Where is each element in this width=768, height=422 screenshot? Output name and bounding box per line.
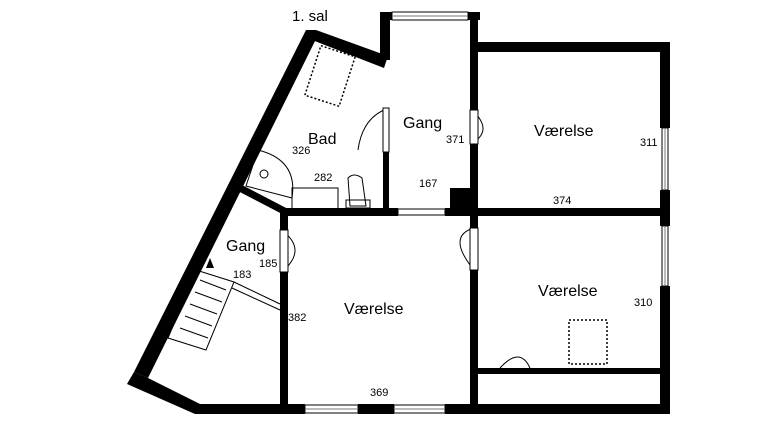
room-label-vaerelse-top-right: Værelse [534, 123, 594, 140]
skylight-vaerelse [568, 319, 608, 365]
door-closet [499, 356, 531, 369]
skylight-bad [303, 44, 357, 108]
windows [304, 11, 669, 414]
room-label-vaerelse-center: Værelse [344, 301, 404, 318]
fixtures [167, 44, 608, 365]
gang-right-wall [470, 12, 478, 112]
mid-wall-left [280, 208, 398, 216]
gang-top-wall-left [380, 12, 390, 60]
gang-top-wall-left-lower [383, 150, 389, 210]
center-left-wall-bottom [280, 272, 288, 412]
dim-382: 382 [288, 312, 306, 324]
center-left-wall-top [280, 208, 288, 230]
room-label-gang-left: Gang [226, 238, 265, 255]
right-outer-wall-bottom [660, 286, 670, 414]
dim-167: 167 [419, 178, 437, 190]
room-label-bad: Bad [308, 131, 336, 148]
dim-282: 282 [314, 172, 332, 184]
bottom-wall-1 [195, 404, 305, 414]
dim-374: 374 [553, 195, 571, 207]
bad-top-wall [306, 30, 388, 68]
bottom-wall-3 [445, 404, 670, 414]
outer-wall-diagonal [134, 30, 318, 378]
toilet [347, 174, 367, 207]
toilet-tank [345, 199, 371, 209]
gang-post [450, 188, 470, 212]
mid-wall-right [445, 208, 670, 216]
center-right-wall-top [470, 208, 478, 228]
opening-gang-bottom [397, 208, 446, 216]
closet-wall [470, 368, 670, 374]
center-right-wall-bottom [470, 270, 478, 414]
top-outer-wall [470, 42, 670, 52]
dim-369: 369 [370, 387, 388, 399]
gang-top-wall [380, 12, 394, 20]
bottom-wall-2 [358, 404, 394, 414]
bad-lower-wall [232, 184, 290, 216]
labels: 1. sal Bad Gang Gang Værelse Værelse Vær… [226, 8, 658, 399]
room-label-vaerelse-bottom-right: Værelse [538, 283, 598, 300]
dim-183: 183 [233, 269, 251, 281]
room-label-gang-top: Gang [403, 115, 442, 132]
dim-371: 371 [446, 134, 464, 146]
dim-326: 326 [292, 145, 310, 157]
doors [279, 107, 531, 369]
dim-185: 185 [259, 258, 277, 270]
stairs [167, 258, 281, 351]
gang-right-wall-lower [470, 142, 478, 212]
walls [127, 12, 670, 414]
outer-wall-corner [127, 372, 200, 414]
dim-311: 311 [640, 137, 658, 149]
door-bad [357, 109, 385, 151]
sink [291, 187, 339, 211]
plan-title: 1. sal [292, 8, 328, 25]
dim-310: 310 [634, 297, 652, 309]
right-outer-wall-top [660, 42, 670, 128]
